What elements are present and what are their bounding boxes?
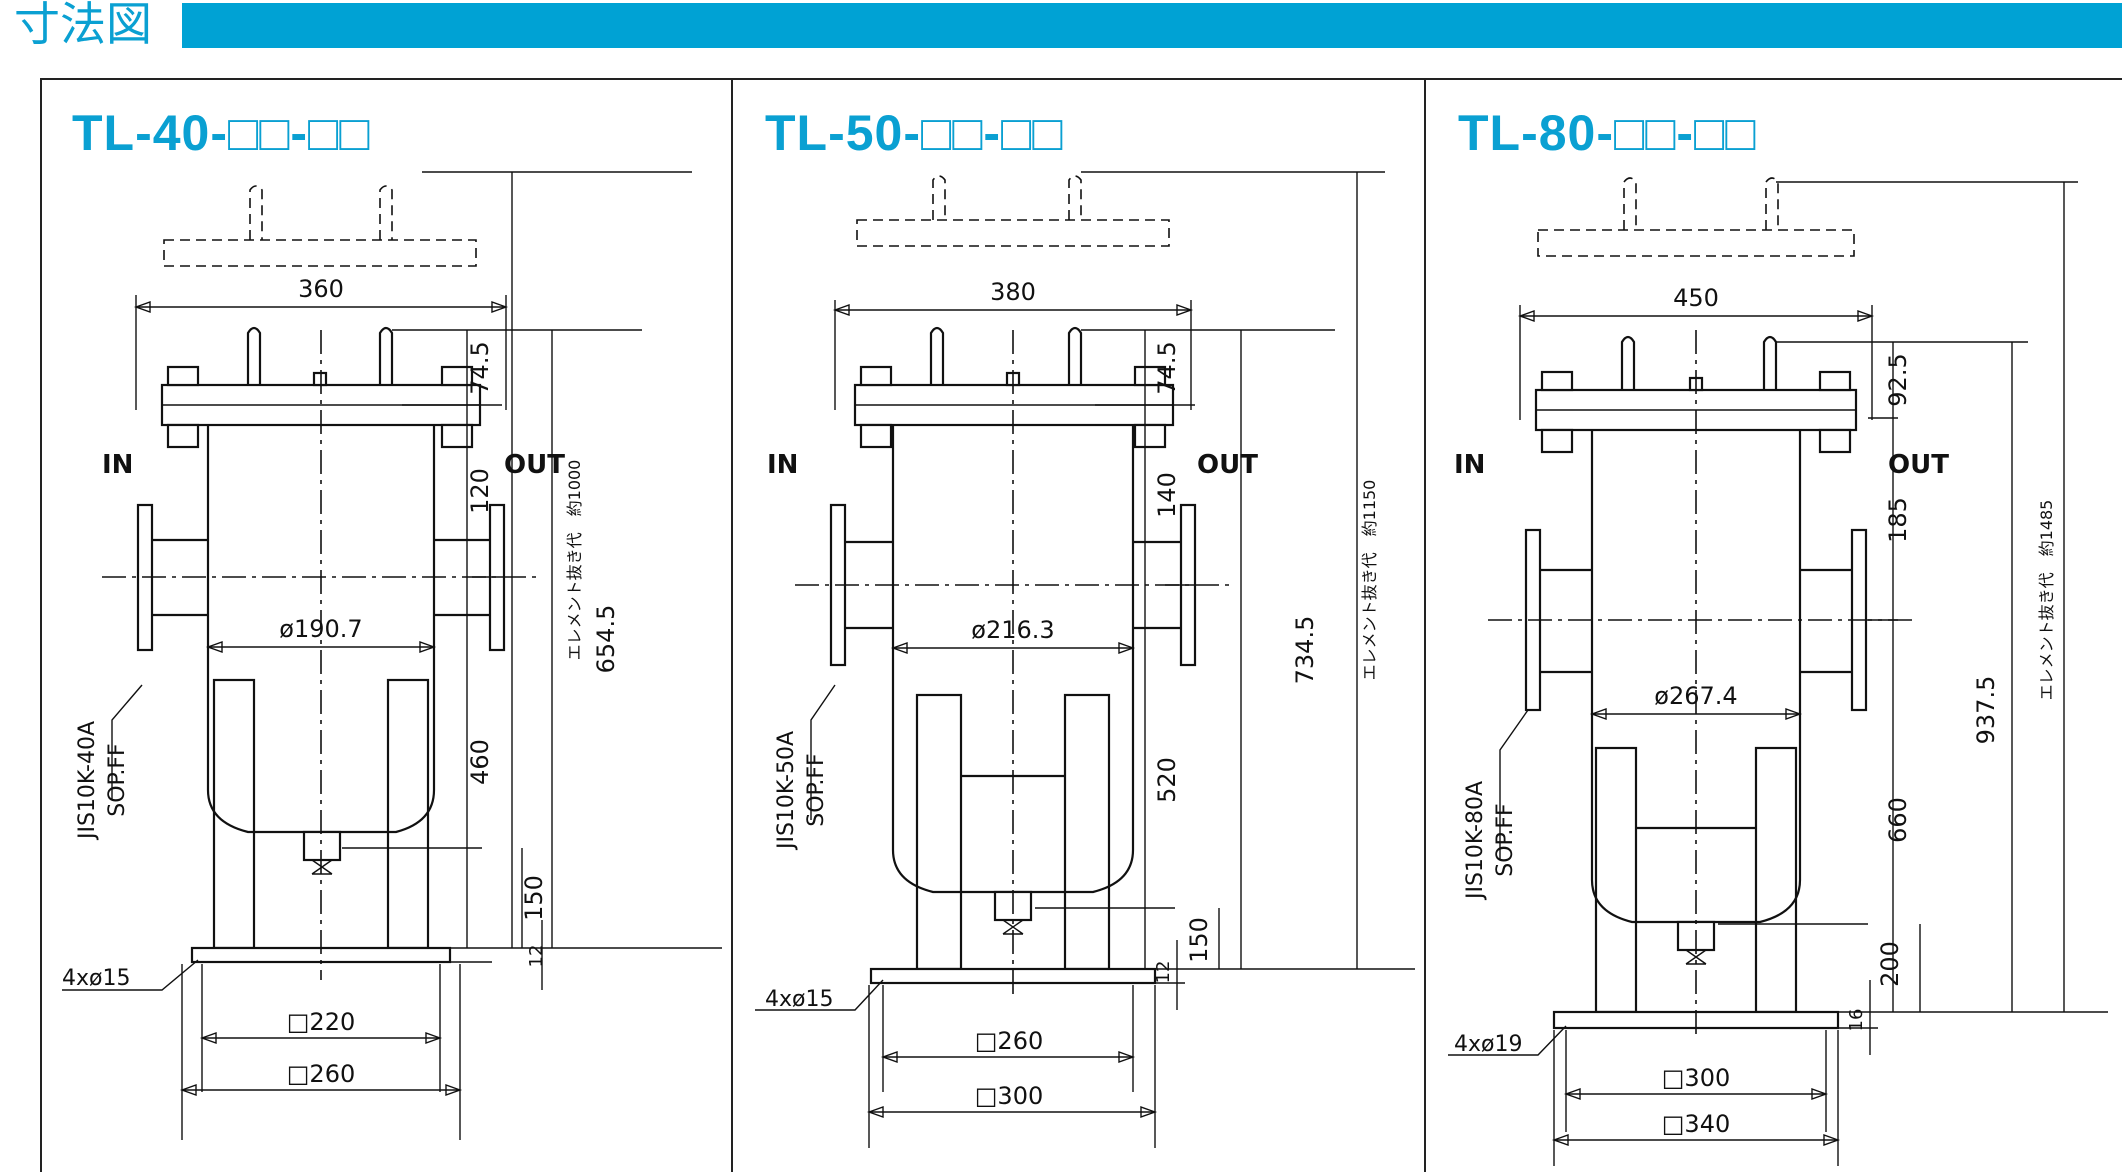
out-label: OUT bbox=[1197, 450, 1258, 480]
panel-divider bbox=[731, 78, 733, 1172]
model-title: TL-40-□□-□□ bbox=[72, 105, 371, 161]
vertical-dimensions: 74.5 120 460 654.5 エレメント抜き代 約1000 150 12 bbox=[342, 171, 722, 990]
element-removal-phantom bbox=[856, 175, 1170, 247]
header-bar bbox=[182, 3, 2122, 48]
bolt-holes: 4xø15 bbox=[765, 987, 833, 1012]
overall-dim: 937.5 bbox=[1972, 676, 2000, 745]
base-size: □340 bbox=[1662, 1110, 1730, 1138]
drawing-frame bbox=[40, 78, 2122, 1172]
drain-dim: 200 bbox=[1876, 941, 1904, 987]
body-dim: 520 bbox=[1153, 757, 1181, 803]
in-label: IN bbox=[1454, 450, 1485, 480]
panel-tl80: TL-80-□□-□□ 450 bbox=[1428, 80, 2108, 1172]
drain-dim: 150 bbox=[520, 875, 548, 921]
panel-tl40: TL-40-□□-□□ 360 bbox=[42, 80, 722, 1172]
bolt-pitch: □300 bbox=[1662, 1064, 1730, 1092]
dimension-drawing: 380 IN OUT ø216.3 bbox=[755, 171, 1415, 1148]
bolt-holes: 4xø19 bbox=[1454, 1032, 1522, 1057]
inlet-dim: 120 bbox=[466, 468, 494, 514]
overall-dim: 734.5 bbox=[1291, 616, 1319, 685]
body-dim: 460 bbox=[466, 739, 494, 785]
vertical-dimensions: 74.5 140 520 734.5 エレメント抜き代 約1150 150 12 bbox=[1035, 171, 1415, 1010]
lid-flange bbox=[853, 326, 1175, 449]
width-dimension: 360 bbox=[133, 275, 509, 410]
page-title: 寸法図 bbox=[14, 0, 152, 51]
drain-dim: 150 bbox=[1185, 917, 1213, 963]
bolt-pitch: □260 bbox=[975, 1027, 1043, 1055]
diameter-label: ø267.4 bbox=[1654, 682, 1737, 710]
bolt-holes: 4xø15 bbox=[62, 966, 130, 991]
width-label: 450 bbox=[1673, 284, 1719, 312]
diameter-label: ø216.3 bbox=[971, 616, 1054, 644]
element-removal-phantom bbox=[1537, 177, 1855, 257]
face-spec: SOP.FF bbox=[1493, 803, 1518, 876]
base-size: □260 bbox=[287, 1060, 355, 1088]
nozzle-spec: JIS10K-80A bbox=[1463, 781, 1488, 901]
bolt-pitch: □220 bbox=[287, 1008, 355, 1036]
out-label: OUT bbox=[504, 450, 565, 480]
diameter-label: ø190.7 bbox=[279, 615, 362, 643]
width-dimension: 380 bbox=[832, 278, 1194, 410]
out-label: OUT bbox=[1888, 450, 1949, 480]
dimension-drawing: 360 IN OUT bbox=[62, 171, 722, 1140]
element-removal: エレメント抜き代 約1000 bbox=[565, 460, 584, 661]
face-spec: SOP.FF bbox=[105, 743, 130, 816]
top-dim: 74.5 bbox=[466, 341, 494, 394]
base-size: □300 bbox=[975, 1082, 1043, 1110]
body-dim: 660 bbox=[1884, 797, 1912, 843]
element-removal: エレメント抜き代 約1485 bbox=[2037, 500, 2056, 701]
base-thickness: 16 bbox=[1846, 1009, 1867, 1032]
top-dim: 74.5 bbox=[1153, 341, 1181, 394]
nozzle-spec: JIS10K-50A bbox=[774, 731, 799, 851]
top-dim: 92.5 bbox=[1884, 353, 1912, 406]
overall-dim: 654.5 bbox=[592, 605, 620, 674]
inlet-dim: 140 bbox=[1153, 472, 1181, 518]
vertical-dimensions: 92.5 185 660 937.5 エレメント抜き代 約1485 200 16 bbox=[1718, 181, 2108, 1055]
panel-tl50: TL-50-□□-□□ 380 bbox=[735, 80, 1415, 1172]
element-removal-phantom bbox=[163, 185, 477, 267]
width-label: 360 bbox=[298, 275, 344, 303]
model-title: TL-50-□□-□□ bbox=[765, 105, 1064, 161]
dimension-drawing: 450 IN OUT ø267.4 bbox=[1448, 177, 2108, 1166]
base-thickness: 12 bbox=[1153, 961, 1174, 984]
nozzle-spec: JIS10K-40A bbox=[75, 721, 100, 841]
width-dimension: 450 bbox=[1517, 284, 1875, 420]
base-thickness: 12 bbox=[526, 945, 547, 968]
panel-divider bbox=[1424, 78, 1426, 1172]
lid-flange bbox=[1534, 335, 1858, 454]
width-label: 380 bbox=[990, 278, 1036, 306]
element-removal: エレメント抜き代 約1150 bbox=[1360, 480, 1379, 681]
in-label: IN bbox=[102, 450, 133, 480]
face-spec: SOP.FF bbox=[804, 753, 829, 826]
inlet-dim: 185 bbox=[1884, 497, 1912, 543]
model-title: TL-80-□□-□□ bbox=[1458, 105, 1757, 161]
in-label: IN bbox=[767, 450, 798, 480]
